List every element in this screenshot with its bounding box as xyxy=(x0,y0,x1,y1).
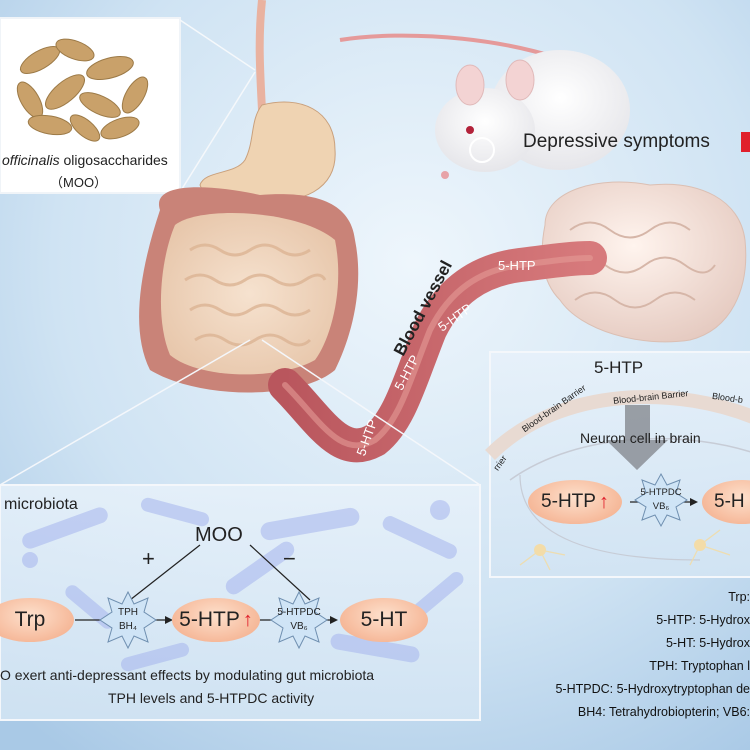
trp-label: Trp xyxy=(14,608,46,631)
moo-caption: officinalis oligosaccharides xyxy=(2,152,168,168)
activation-plus: + xyxy=(142,546,155,571)
brain-htp-node: 5-HTP↑ xyxy=(528,480,622,524)
moo-node-label: MOO xyxy=(195,524,243,546)
depressive-symptoms-label: Depressive symptoms xyxy=(523,131,710,152)
brain-increase-arrow-icon: ↑ xyxy=(598,490,609,513)
htpdc-cofactor: VB₆ xyxy=(290,621,308,632)
inhibition-minus: − xyxy=(283,546,296,571)
increase-arrow-icon: ↑ xyxy=(242,608,253,631)
gut-ht-label: 5-HT xyxy=(360,608,408,631)
gut-caption-line-2: TPH levels and 5-HTPDC activity xyxy=(108,690,315,706)
gut-htp-label: 5-HTP xyxy=(179,608,240,631)
brain-ht-node: 5-H xyxy=(702,480,750,524)
brain-htpdc-name: 5-HTPDC xyxy=(640,487,682,498)
moo-title-rest: oligosaccharides xyxy=(59,152,168,168)
htpdc-enzyme-star-icon xyxy=(270,590,328,650)
brain-ht-label: 5-H xyxy=(714,491,745,512)
gut-ht-node: 5-HT xyxy=(340,598,428,642)
htpdc-enzyme: 5-HTPDC VB₆ xyxy=(269,590,329,650)
up-arrow-icon xyxy=(741,132,750,152)
legend-line-6: BH4: Tetrahydrobiopterin; VB6: xyxy=(577,705,750,719)
tph-name: TPH xyxy=(118,607,138,618)
gut-htp-node: 5-HTP↑ xyxy=(172,598,260,642)
brain-htpdc-enzyme: 5-HTPDC VB₆ xyxy=(633,472,689,528)
brain-htp-label: 5-HTP xyxy=(541,491,596,512)
moo-species-italic: officinalis xyxy=(2,152,60,168)
htpdc-name: 5-HTPDC xyxy=(277,607,321,618)
legend-line-4: TPH: Tryptophan l xyxy=(649,659,750,673)
tph-cofactor: BH₄ xyxy=(119,621,137,632)
brain-htpdc-cofactor: VB₆ xyxy=(652,501,670,512)
brain-panel-title: 5-HTP xyxy=(594,358,644,377)
tph-enzyme: TPH BH₄ xyxy=(98,590,158,650)
legend-line-1: Trp: xyxy=(728,590,750,604)
legend-line-2: 5-HTP: 5-Hydrox xyxy=(656,613,750,627)
legend-line-5: 5-HTPDC: 5-Hydroxytryptophan de xyxy=(555,682,750,696)
vessel-htp-label-1: 5-HTP xyxy=(498,258,536,273)
tph-enzyme-star-icon xyxy=(99,590,157,650)
brain-htpdc-enzyme-star-icon xyxy=(634,472,688,528)
moo-abbrev: （MOO） xyxy=(50,175,108,190)
gut-panel-title: microbiota xyxy=(4,496,78,513)
trp-node: Trp xyxy=(0,598,74,642)
legend-line-3: 5-HT: 5-Hydrox xyxy=(665,636,750,650)
neuron-cell-label: Neuron cell in brain xyxy=(580,430,701,446)
gut-caption-line-1: O exert anti-depressant effects by modul… xyxy=(0,667,375,683)
